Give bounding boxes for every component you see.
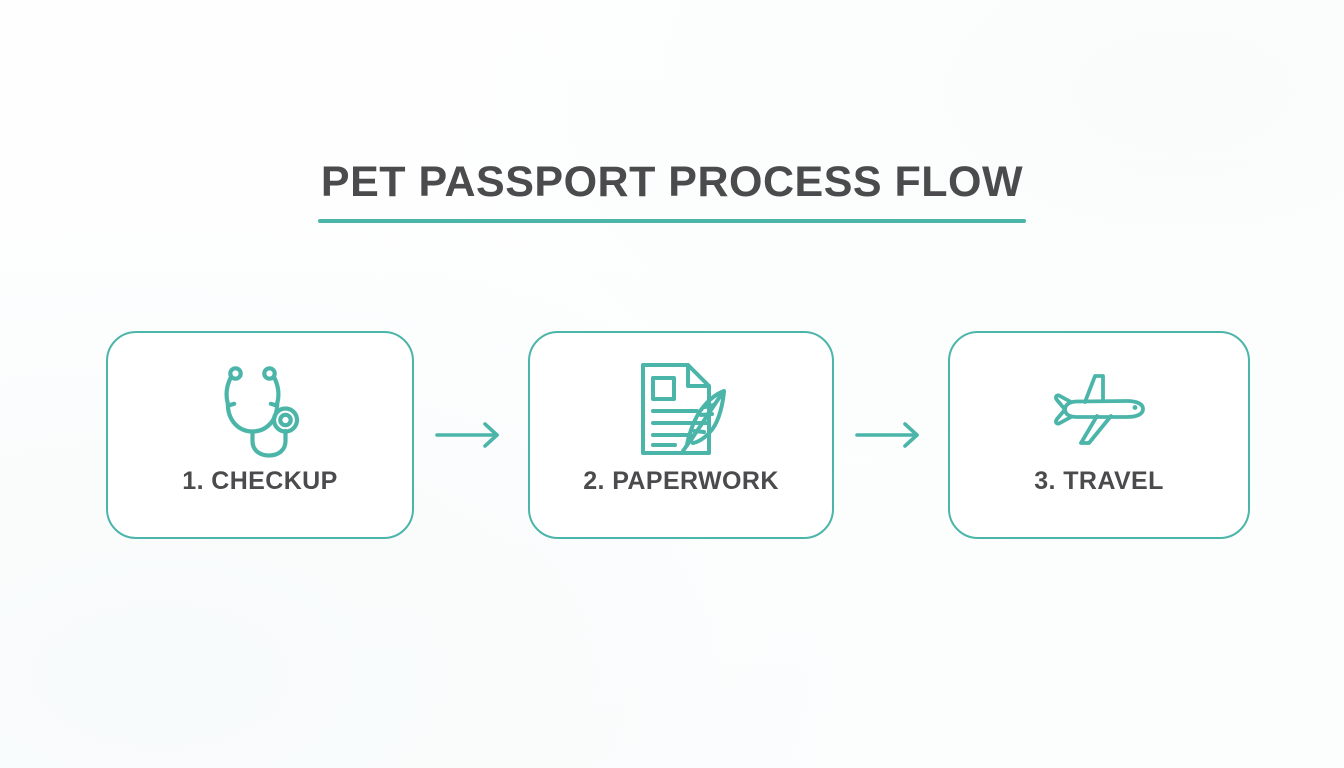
step-card-checkup[interactable]: 1. CHECKUP xyxy=(106,331,414,539)
title-block: PET PASSPORT PROCESS FLOW xyxy=(0,158,1344,224)
airplane-icon xyxy=(1047,357,1151,461)
page-title: PET PASSPORT PROCESS FLOW xyxy=(320,158,1024,206)
step-card-paperwork[interactable]: 2. PAPERWORK xyxy=(528,331,834,539)
step-card-travel[interactable]: 3. TRAVEL xyxy=(948,331,1250,539)
document-quill-icon xyxy=(629,357,733,461)
stethoscope-icon xyxy=(208,357,312,461)
title-underline xyxy=(318,219,1026,224)
arrow-right-icon xyxy=(852,415,930,455)
step-card-label: 3. TRAVEL xyxy=(1034,467,1164,495)
process-flow: 1. CHECKUP xyxy=(106,331,1250,539)
step-card-label: 2. PAPERWORK xyxy=(583,467,779,495)
arrow-right-icon xyxy=(432,415,510,455)
step-card-label: 1. CHECKUP xyxy=(182,467,338,495)
